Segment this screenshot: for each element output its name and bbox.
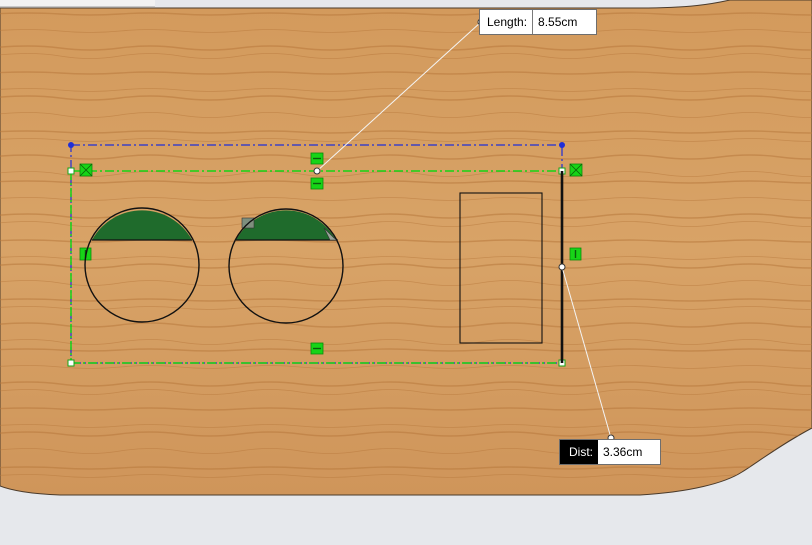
- wood-grain-line: [0, 171, 812, 177]
- wood-grain-line: [0, 431, 812, 437]
- wood-grain-line: [0, 112, 812, 118]
- circle-profile-right[interactable]: [228, 208, 344, 324]
- wood-grain-line: [0, 322, 812, 328]
- wood-grain-line: [0, 53, 812, 59]
- wood-grain-line: [0, 280, 812, 286]
- wood-grain-line: [0, 180, 812, 184]
- wood-grain-line: [0, 448, 812, 454]
- wood-grain-line: [0, 348, 812, 352]
- fix-constraint-icon: [569, 163, 583, 177]
- rectangle-profile[interactable]: [459, 192, 543, 344]
- toolbar-strip: [0, 0, 155, 7]
- wood-grain-line: [0, 95, 812, 101]
- length-label: Length:: [480, 10, 534, 34]
- wood-grain-line: [0, 88, 812, 92]
- horizontal-constraint-icon: [310, 152, 324, 165]
- wood-grain-line: [0, 12, 812, 16]
- horizontal-constraint-icon: [310, 342, 324, 355]
- wood-grain-line: [0, 154, 812, 160]
- wood-grain-line: [0, 29, 812, 33]
- distance-value-field[interactable]: 3.36cm: [598, 440, 657, 464]
- wood-grain-line: [0, 197, 812, 201]
- wood-grain-line: [0, 424, 812, 428]
- length-value-field[interactable]: 8.55cm: [533, 10, 593, 34]
- wood-grain-line: [0, 256, 812, 260]
- wood-grain-line: [0, 45, 812, 51]
- vertical-constraint-icon: [569, 247, 582, 261]
- wood-grain-line: [0, 474, 812, 478]
- distance-label: Dist:: [560, 440, 598, 464]
- circle-profile-left[interactable]: [84, 207, 200, 323]
- wood-grain-line: [0, 389, 812, 395]
- wood-grain-line: [0, 306, 812, 310]
- wood-grain-line: [0, 466, 812, 470]
- fix-constraint-icon: [79, 163, 93, 177]
- wood-grain-line: [0, 407, 812, 411]
- wood-grain-line: [0, 365, 812, 369]
- wood-grain-line: [0, 130, 812, 134]
- wood-grain-line: [0, 263, 812, 269]
- wood-panel: [0, 0, 812, 496]
- distance-dimension-box[interactable]: Dist: 3.36cm: [559, 439, 661, 465]
- length-dimension-box[interactable]: Length: 8.55cm: [479, 9, 597, 35]
- wood-grain-line: [0, 381, 812, 387]
- wood-grain-line: [0, 339, 812, 345]
- wood-grain-line: [0, 138, 812, 142]
- wood-grain-line: [0, 298, 812, 302]
- horizontal-constraint-icon: [310, 177, 324, 190]
- wood-grain-line: [0, 71, 812, 75]
